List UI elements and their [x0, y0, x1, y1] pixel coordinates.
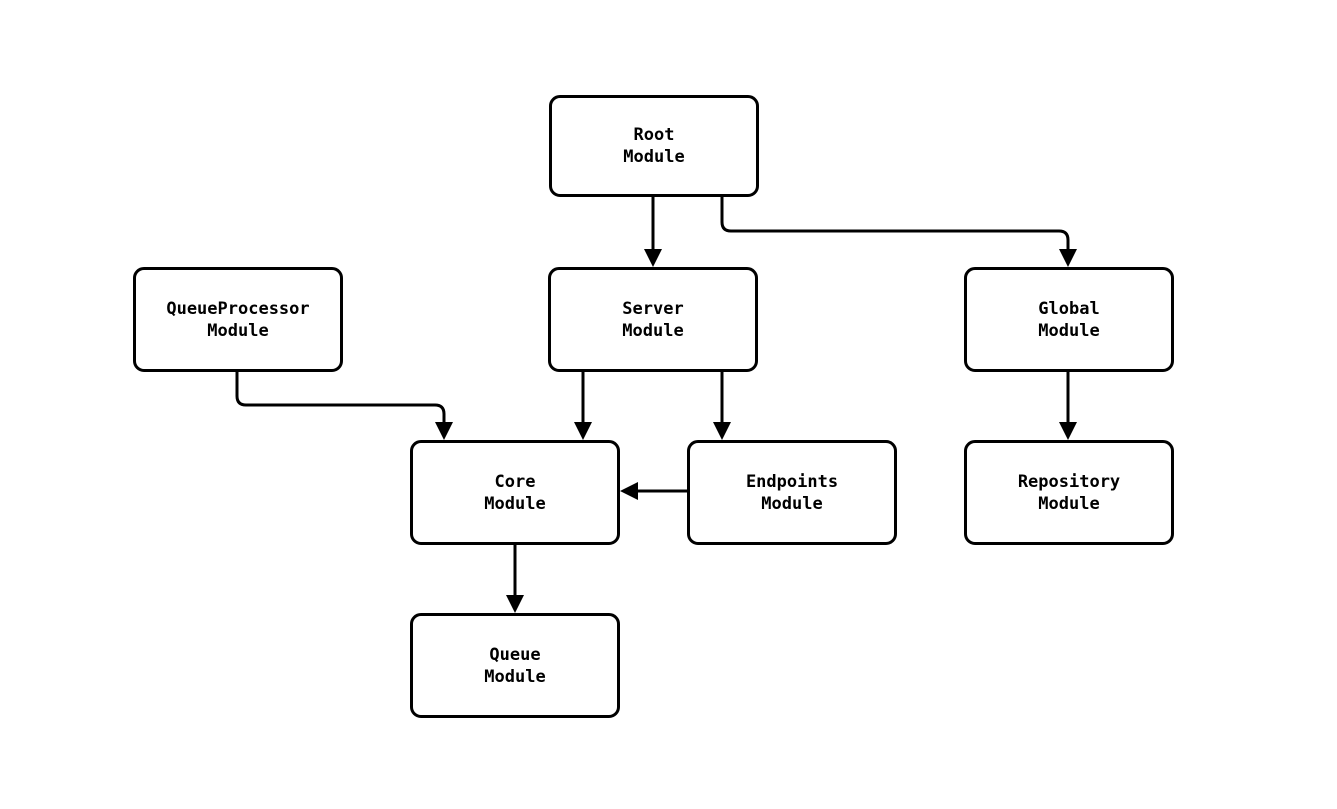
node-queue-module[interactable]: Queue Module	[410, 613, 620, 718]
node-repository-module-label-line2: Module	[1038, 493, 1100, 514]
node-endpoints-module[interactable]: Endpoints Module	[687, 440, 897, 545]
edge-global-to-repository	[1059, 372, 1077, 440]
arrowhead-down-icon	[1059, 249, 1077, 267]
node-root-module-label-line1: Root	[633, 125, 675, 145]
node-queueprocessor-module[interactable]: QueueProcessor Module	[133, 267, 343, 372]
node-repository-module[interactable]: Repository Module	[964, 440, 1174, 545]
node-server-module-label-line2: Module	[622, 320, 684, 341]
arrowhead-down-icon	[506, 595, 524, 613]
node-core-module-label-line2: Module	[484, 493, 546, 514]
node-root-module-label-line2: Module	[623, 147, 685, 167]
node-server-module-label-line1: Server	[622, 298, 684, 319]
edge-endpoints-to-core	[620, 482, 687, 500]
node-global-module-label-line2: Module	[1038, 320, 1100, 341]
node-core-module-label-line1: Core	[494, 471, 536, 492]
edge-server-to-endpoints	[713, 372, 731, 440]
node-server-module[interactable]: Server Module	[548, 267, 758, 372]
arrowhead-down-icon	[1059, 422, 1077, 440]
node-global-module[interactable]: Global Module	[964, 267, 1174, 372]
node-endpoints-module-label-line1: Endpoints	[745, 471, 839, 492]
arrowhead-down-icon	[644, 249, 662, 267]
edge-queueprocessor-to-core	[235, 372, 453, 440]
node-root-module[interactable]: Root Module	[549, 95, 759, 197]
node-queue-module-label-line1: Queue	[489, 644, 541, 665]
edge-root-to-server	[644, 197, 662, 267]
edge-root-to-global	[720, 197, 1077, 267]
node-core-module[interactable]: Core Module	[410, 440, 620, 545]
edge-server-to-core	[574, 372, 592, 440]
node-queue-module-label-line2: Module	[484, 666, 546, 687]
arrowhead-down-icon	[435, 422, 453, 440]
node-global-module-label-line1: Global	[1038, 298, 1100, 319]
arrowhead-down-icon	[574, 422, 592, 440]
arrowhead-down-icon	[713, 422, 731, 440]
arrowhead-left-icon	[620, 482, 638, 500]
node-queueprocessor-module-label-line1: QueueProcessor	[166, 298, 310, 319]
node-queueprocessor-module-label-line2: Module	[207, 320, 269, 341]
node-endpoints-module-label-line2: Module	[761, 493, 823, 514]
node-repository-module-label-line1: Repository	[1017, 471, 1121, 492]
edge-core-to-queue	[506, 545, 524, 613]
